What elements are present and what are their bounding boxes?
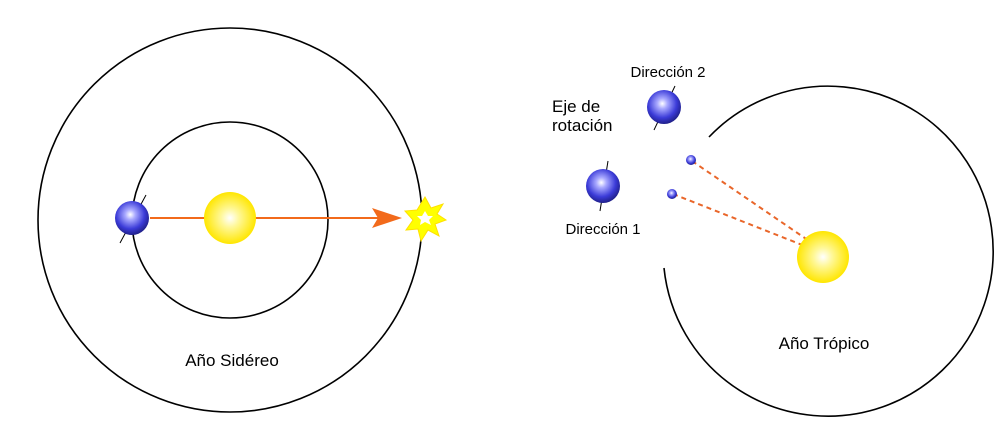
dashed-line-1 bbox=[691, 160, 816, 246]
earth-direction-2-icon bbox=[647, 85, 681, 131]
sun-icon bbox=[797, 231, 849, 283]
sun-icon bbox=[204, 192, 256, 244]
rotation-axis-label-line1: Eje de bbox=[552, 97, 600, 116]
earth-position-2 bbox=[667, 189, 677, 199]
dashed-line-2 bbox=[672, 193, 816, 251]
tropical-caption: Año Trópico bbox=[779, 334, 870, 353]
rotation-axis-label-line2: rotación bbox=[552, 116, 612, 135]
star-burst-icon bbox=[403, 196, 448, 243]
direction-2-label: Dirección 2 bbox=[630, 64, 705, 81]
sidereal-year-diagram: Año Sidéreo bbox=[37, 27, 448, 413]
earth-position-1 bbox=[686, 155, 696, 165]
arrowhead-icon bbox=[372, 208, 402, 228]
tropical-orbit-arc bbox=[663, 85, 994, 417]
direction-1-label: Dirección 1 bbox=[565, 221, 640, 238]
sidereal-caption: Año Sidéreo bbox=[185, 351, 279, 370]
earth-direction-1-icon bbox=[586, 160, 620, 212]
tropical-year-diagram: Dirección 2 Eje de rotación Dirección 1 … bbox=[552, 64, 994, 417]
earth-icon bbox=[115, 194, 149, 244]
